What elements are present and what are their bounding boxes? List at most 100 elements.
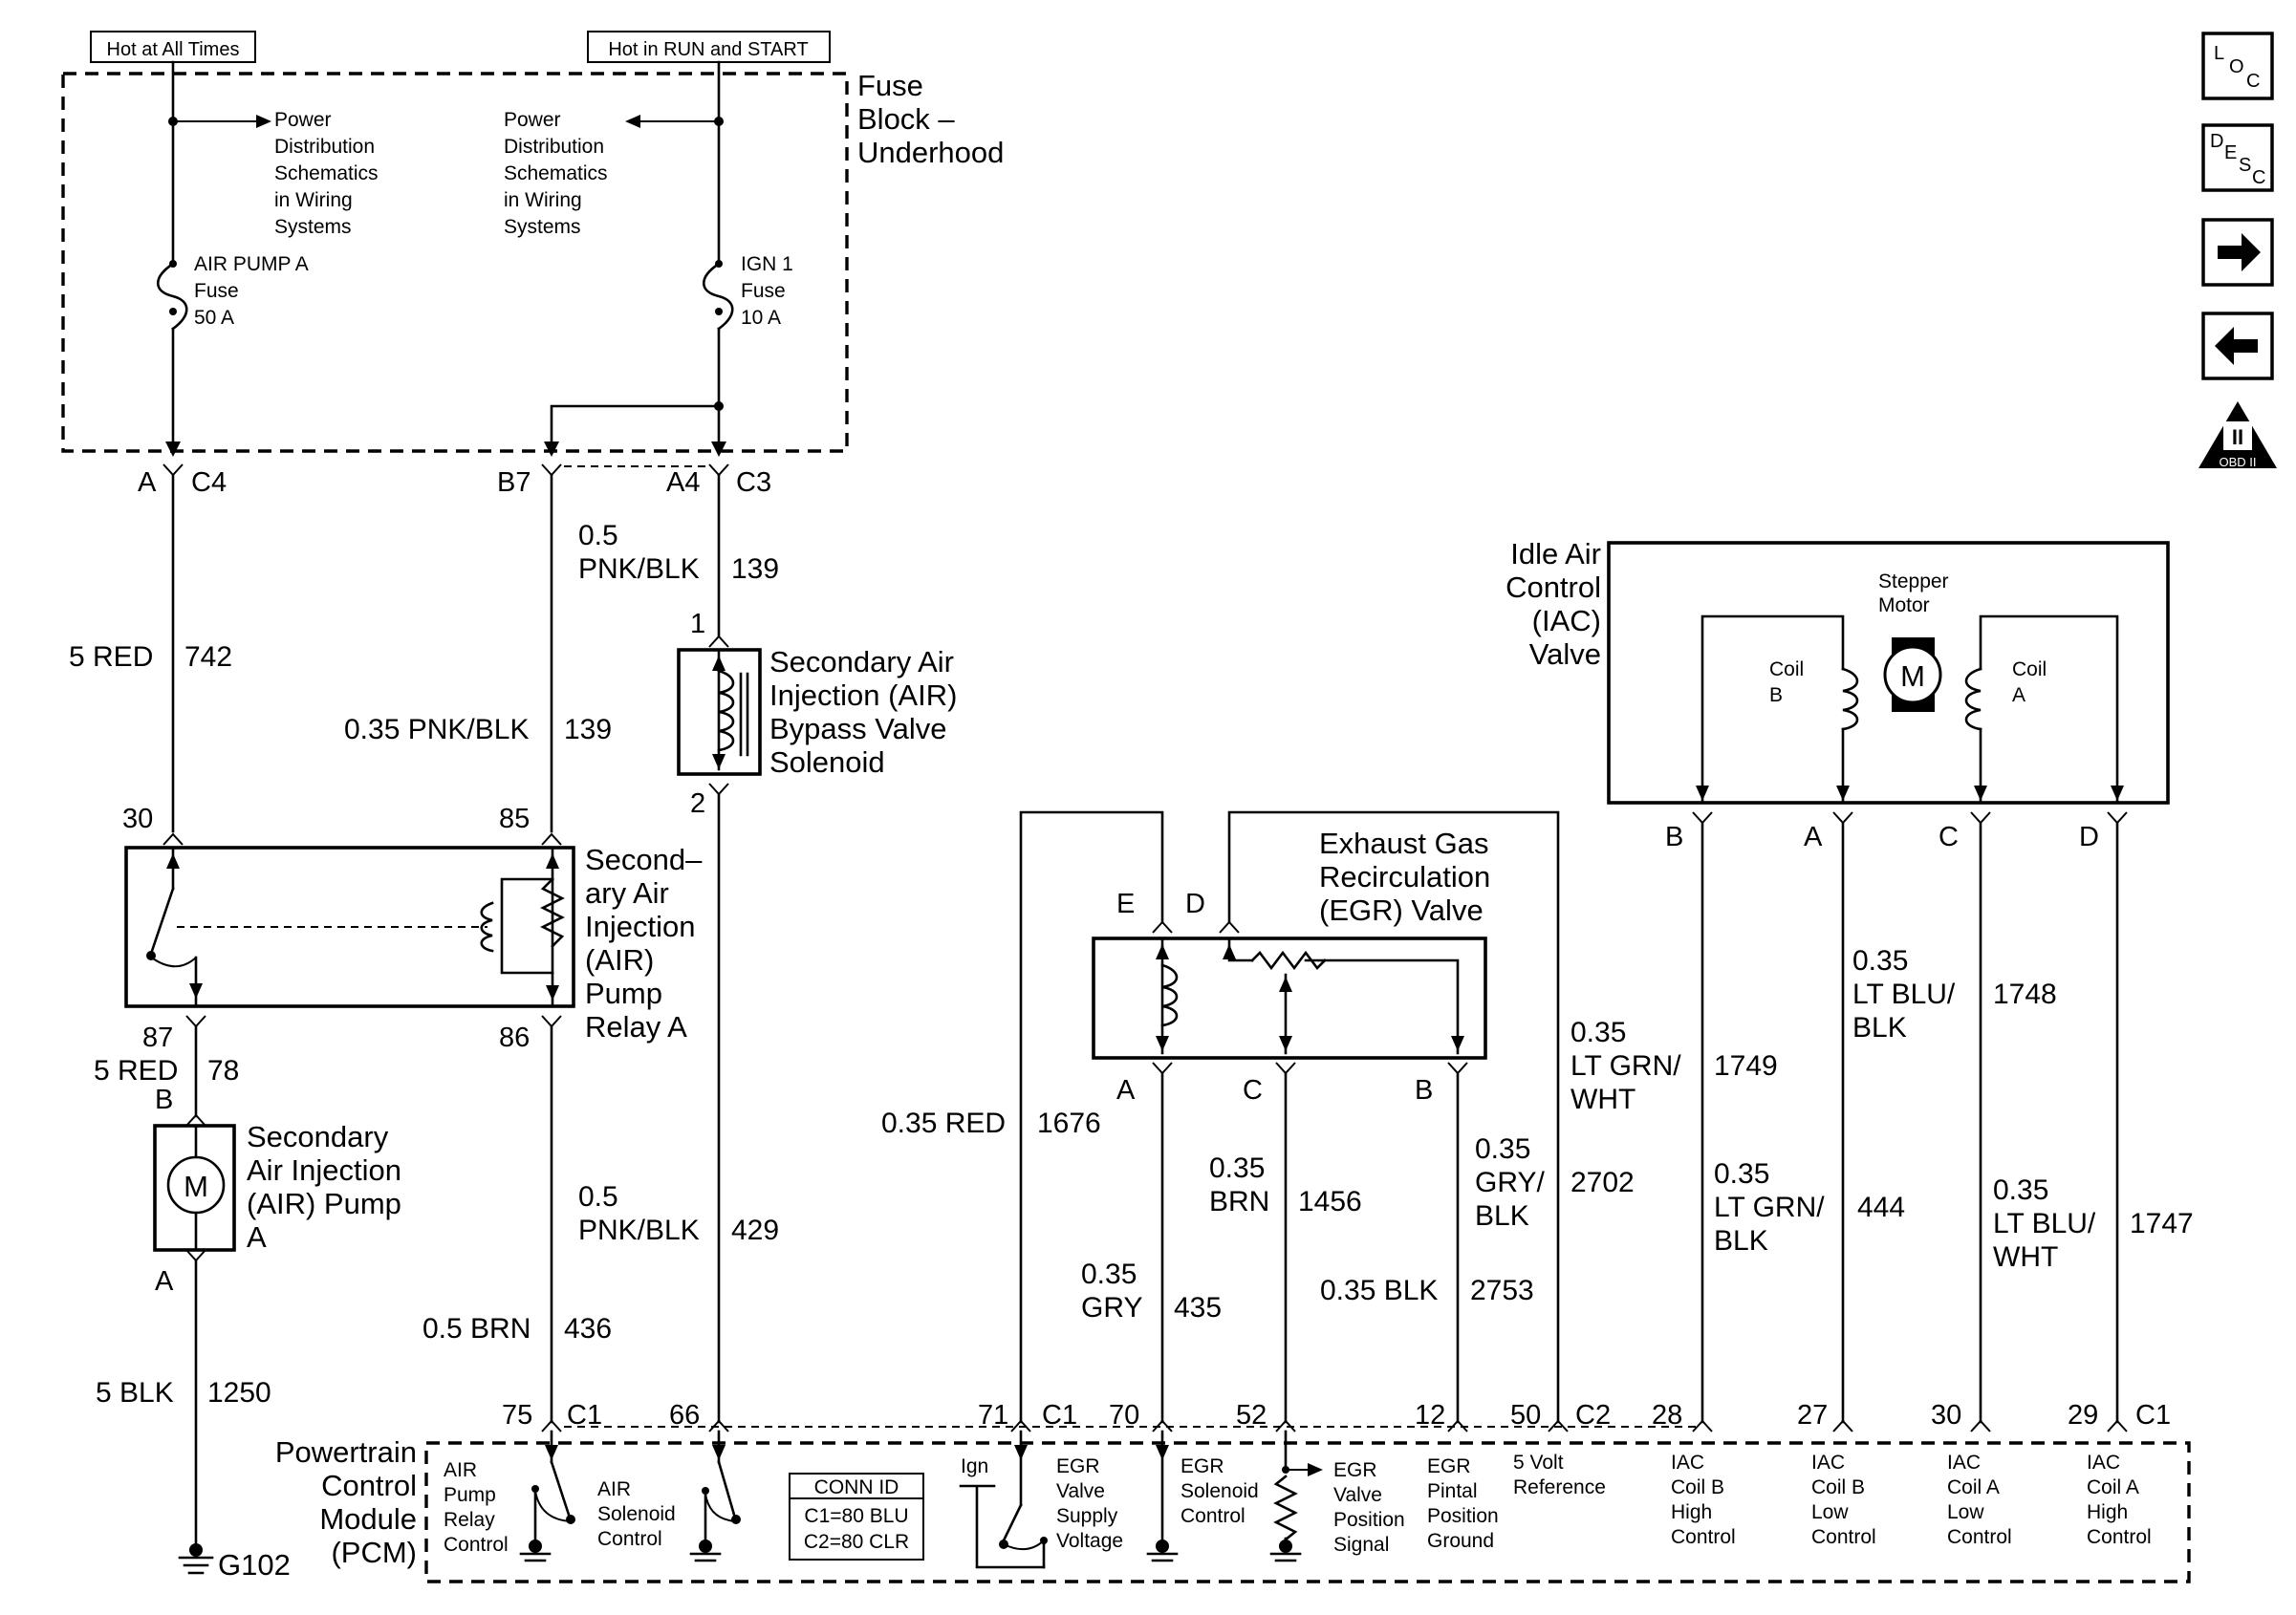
pcm-conn-c1-a: C1 bbox=[567, 1400, 602, 1431]
pump-pin-a: A bbox=[155, 1266, 174, 1297]
wire-1456-color: BRN bbox=[1209, 1186, 1269, 1217]
desc-button[interactable]: D E S C bbox=[2201, 123, 2274, 192]
wire-139-mid-number: 139 bbox=[564, 714, 612, 745]
air-pump-circuit: 5 RED 742 30 87 5 RED 78 B M A bbox=[69, 473, 575, 1582]
obd-ii-numeral: II bbox=[2232, 425, 2243, 449]
pcm-egr-sol-1: EGR bbox=[1180, 1455, 1224, 1477]
coil-a-label-1: Coil bbox=[2012, 658, 2047, 680]
relay-label-2: ary Air bbox=[585, 876, 669, 910]
wire-2753-color: 0.35 BLK bbox=[1320, 1275, 1438, 1306]
wire-1749-color-2: WHT bbox=[1570, 1084, 1635, 1115]
obd-ii-text: OBD II bbox=[2219, 455, 2256, 469]
pcm-egr-supply-1: EGR bbox=[1056, 1455, 1100, 1477]
egr-pin-d: D bbox=[1185, 889, 1205, 919]
desc-letter-c: C bbox=[2252, 167, 2265, 188]
conn-c4-label: C4 bbox=[191, 467, 227, 498]
pcm-pin-75: 75 bbox=[502, 1400, 532, 1431]
pcm-pin-66: 66 bbox=[669, 1400, 700, 1431]
prev-arrow-button[interactable] bbox=[2201, 312, 2274, 380]
wire-139-mid-color: 0.35 PNK/BLK bbox=[344, 714, 529, 745]
wire-2753-number: 2753 bbox=[1470, 1275, 1534, 1306]
pcm-ign-label: Ign bbox=[961, 1455, 988, 1477]
pcm-sol-ctrl-1: AIR bbox=[597, 1478, 631, 1500]
pcm-pin-70: 70 bbox=[1109, 1400, 1139, 1431]
stepper-motor-symbol bbox=[1883, 645, 1942, 704]
relay-pin-85: 85 bbox=[499, 804, 530, 834]
wire-429-color: PNK/BLK bbox=[578, 1215, 700, 1246]
wire-139-top-color: PNK/BLK bbox=[578, 553, 700, 585]
wire-435-color: GRY bbox=[1081, 1292, 1142, 1324]
pcm-egr-pos-4: Signal bbox=[1333, 1534, 1389, 1556]
pcm-iac-bh-4: Control bbox=[1671, 1526, 1736, 1548]
wire-1749-size: 0.35 bbox=[1570, 1017, 1626, 1048]
power-dist-left-3: Schematics bbox=[274, 162, 379, 184]
relay-label-1: Second– bbox=[585, 843, 703, 876]
wire-444-size: 0.35 bbox=[1714, 1158, 1769, 1190]
wire-1747-color-2: WHT bbox=[1993, 1241, 2058, 1273]
wire-742-number: 742 bbox=[184, 641, 232, 673]
pcm-egr-gnd-1: EGR bbox=[1427, 1455, 1471, 1477]
pump-motor-letter: M bbox=[184, 1170, 208, 1203]
ground-g102-symbol bbox=[178, 1543, 214, 1575]
pcm-iac-bl-4: Control bbox=[1811, 1526, 1876, 1548]
fuse-block-underhood: Hot at All Times Hot in RUN and START Fu… bbox=[61, 31, 1004, 453]
wire-435-number: 435 bbox=[1174, 1292, 1222, 1324]
pcm-egr-pos-3: Position bbox=[1333, 1509, 1405, 1531]
wire-1456-size: 0.35 bbox=[1209, 1152, 1265, 1184]
ign-fuse-symbol bbox=[702, 260, 734, 331]
pcm-pin-50: 50 bbox=[1510, 1400, 1541, 1431]
pump-pin-b: B bbox=[155, 1085, 173, 1115]
pcm-5v-ref-1: 5 Volt bbox=[1513, 1452, 1564, 1474]
loc-letter-o: O bbox=[2229, 56, 2244, 77]
fuse-block-label-2: Block – bbox=[857, 102, 955, 136]
conn-id-c1: C1=80 BLU bbox=[804, 1505, 908, 1527]
next-arrow-button[interactable] bbox=[2201, 218, 2274, 287]
desc-letter-e: E bbox=[2224, 142, 2237, 163]
pcm-module: Powertrain Control Module (PCM) 75 C1 66… bbox=[275, 1400, 2191, 1583]
pcm-conn-c1-c: C1 bbox=[2135, 1400, 2171, 1431]
arrow-right-icon bbox=[2218, 233, 2261, 271]
iac-valve: Idle Air Control (IAC) Valve Coil B Coil… bbox=[1505, 537, 2170, 1424]
bypass-label-1: Secondary Air bbox=[769, 645, 954, 678]
wire-1748-size: 0.35 bbox=[1852, 945, 1908, 977]
stepper-label-2: Motor bbox=[1878, 594, 1930, 616]
stepper-motor-letter: M bbox=[1900, 659, 1925, 693]
wire-2702-color: GRY/ bbox=[1475, 1167, 1545, 1198]
air-pump-box bbox=[153, 1124, 236, 1252]
pcm-iac-al-3: Low bbox=[1947, 1501, 1984, 1523]
iac-label-3: (IAC) bbox=[1532, 604, 1601, 637]
fuse-block-label-1: Fuse bbox=[857, 69, 923, 102]
pcm-title-1: Powertrain bbox=[275, 1435, 417, 1469]
pcm-sol-ctrl-3: Control bbox=[597, 1528, 662, 1550]
conn-c3-label: C3 bbox=[736, 467, 771, 498]
coil-b-label-1: Coil bbox=[1769, 658, 1804, 680]
bypass-solenoid-circuit: 0.5 PNK/BLK 139 1 2 PNK/BLK 429 bbox=[578, 473, 779, 1432]
obd-ii-button[interactable]: II OBD II bbox=[2199, 401, 2277, 469]
pcm-egr-pos-1: EGR bbox=[1333, 1459, 1377, 1481]
desc-letter-s: S bbox=[2239, 155, 2251, 176]
wire-1749-color: LT GRN/ bbox=[1570, 1050, 1681, 1082]
relay-pin-87: 87 bbox=[142, 1023, 173, 1053]
pcm-egr-gnd-4: Ground bbox=[1427, 1530, 1494, 1552]
power-dist-right-1: Power bbox=[504, 109, 561, 131]
iac-label-2: Control bbox=[1505, 571, 1601, 604]
pcm-iac-ah-4: Control bbox=[2087, 1526, 2152, 1548]
bypass-label-3: Bypass Valve bbox=[769, 712, 947, 745]
wire-436-number: 436 bbox=[564, 1313, 612, 1345]
power-dist-right-5: Systems bbox=[504, 216, 581, 238]
solenoid-pin-1: 1 bbox=[690, 609, 705, 639]
pcm-iac-bh-1: IAC bbox=[1671, 1452, 1704, 1474]
pcm-egr-pos-2: Valve bbox=[1333, 1484, 1382, 1506]
pcm-relay-ctrl-4: Control bbox=[444, 1534, 509, 1556]
pcm-iac-bh-2: Coil B bbox=[1671, 1476, 1724, 1498]
loc-button[interactable]: L O C bbox=[2201, 32, 2274, 100]
wire-1676-number: 1676 bbox=[1037, 1108, 1101, 1139]
wire-78-color: 5 RED bbox=[94, 1055, 178, 1087]
wire-2702-number: 2702 bbox=[1570, 1167, 1635, 1198]
pcm-relay-ctrl-3: Relay bbox=[444, 1509, 495, 1531]
relay-pin-86: 86 bbox=[499, 1023, 530, 1053]
loc-letter-l: L bbox=[2214, 43, 2224, 64]
wire-2702-color-2: BLK bbox=[1475, 1200, 1529, 1232]
